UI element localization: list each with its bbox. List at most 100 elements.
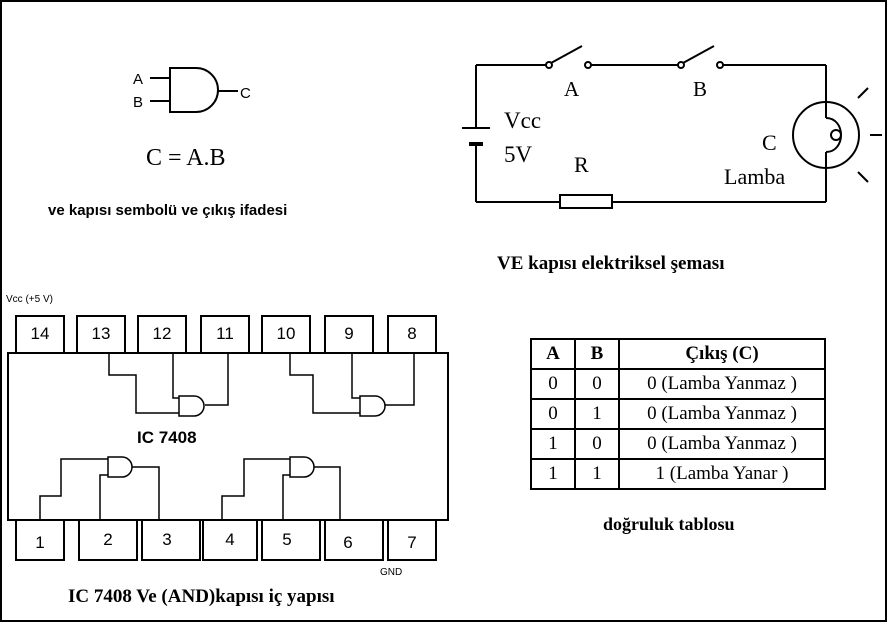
- switch-b-blade: [682, 45, 715, 64]
- truth-table-cell: 0: [530, 368, 576, 400]
- resistor: [559, 194, 613, 209]
- ic-pin-number: 8: [407, 324, 416, 343]
- truth-table-cell: 1: [530, 458, 576, 490]
- truth-table-header: Çıkış (C): [618, 338, 826, 370]
- ic-pin-number: 11: [216, 324, 234, 343]
- and-gate-4: [289, 456, 315, 478]
- ic-pin-5: [261, 519, 321, 561]
- switch-a-contact: [545, 61, 553, 69]
- ic-wire: [172, 353, 179, 399]
- ic-top-pins: [15, 315, 437, 354]
- lamp-letter: C: [762, 130, 777, 155]
- truth-table-cell: 0 (Lamba Yanmaz ): [618, 368, 826, 400]
- truth-table-cell: 0 (Lamba Yanmaz ): [618, 428, 826, 460]
- ic-pin-1: [15, 519, 65, 561]
- ic-pin-number: 14: [31, 324, 50, 343]
- ic-wire: [221, 458, 290, 520]
- ic-internal-wiring: [39, 353, 415, 520]
- lamp: [792, 87, 882, 183]
- ic-pin-number: 12: [153, 324, 172, 343]
- truth-table-header-row: A B Çıkış (C): [530, 338, 826, 370]
- truth-table-caption: doğruluk tablosu: [603, 514, 735, 534]
- and-gate-1: [178, 395, 205, 417]
- ic-pin-number: 9: [344, 324, 353, 343]
- lamp-ray: [857, 171, 869, 183]
- gate-input-a-label: A: [133, 71, 143, 88]
- truth-table-cell: 1 (Lamba Yanar ): [618, 458, 826, 490]
- lamp-filament-loop: [830, 129, 842, 141]
- lamp-filament: [825, 117, 842, 153]
- truth-table-cell: 0 (Lamba Yanmaz ): [618, 398, 826, 430]
- gate-symbol-caption: ve kapısı sembolü ve çıkış ifadesi: [48, 202, 288, 219]
- and-circuit: [462, 45, 827, 209]
- source-value: 5V: [504, 142, 533, 167]
- ic-pin-number: 2: [103, 530, 112, 549]
- ic-name: IC 7408: [137, 428, 197, 447]
- and-gate-3: [107, 456, 133, 478]
- table-row: 0 0 0 (Lamba Yanmaz ): [530, 368, 826, 400]
- source-label: Vcc: [504, 108, 541, 133]
- switch-a-contact: [584, 61, 592, 69]
- ic-pin-4: [202, 519, 258, 561]
- ic-wire: [205, 353, 229, 406]
- truth-table-cell: 1: [530, 428, 576, 460]
- ic-pin-13: [76, 315, 126, 354]
- ic-pin-7: [387, 519, 437, 561]
- gate-input-b-label: B: [133, 94, 143, 111]
- gate-expression: C = A.B: [146, 145, 226, 171]
- ic-pin-3: [141, 519, 201, 561]
- table-row: 1 1 1 (Lamba Yanar ): [530, 458, 826, 490]
- switch-b-contact: [716, 61, 724, 69]
- switch-b-contact: [677, 61, 685, 69]
- ic-pin-number: 7: [407, 533, 416, 552]
- ic-pin-12: [137, 315, 187, 354]
- ic-pin-number: 4: [225, 530, 234, 549]
- ic-pin-10: [261, 315, 311, 354]
- ic-vcc-label: Vcc (+5 V): [6, 294, 53, 305]
- ic-pin-number: 5: [282, 530, 291, 549]
- circuit-caption: VE kapısı elektriksel şeması: [497, 253, 725, 274]
- ic-wire: [99, 474, 108, 520]
- ic-wire: [314, 466, 341, 520]
- truth-table-cell: 0: [574, 428, 620, 460]
- ic-pin-number: 10: [277, 324, 296, 343]
- truth-table-cell: 1: [574, 398, 620, 430]
- switch-a-blade: [550, 45, 583, 64]
- truth-table: A B Çıkış (C) 0 0 0 (Lamba Yanmaz ) 0 1 …: [530, 338, 826, 490]
- ic-gnd-label: GND: [380, 567, 402, 578]
- lamp-label: Lamba: [724, 164, 785, 189]
- switch-b-label: B: [693, 77, 707, 101]
- ic-wire: [39, 458, 108, 520]
- ic-pin-number: 3: [162, 530, 171, 549]
- truth-table-cell: 1: [574, 458, 620, 490]
- ic-pin-number: 13: [92, 324, 111, 343]
- ic-pin-9: [324, 315, 374, 354]
- ic-pin-14: [15, 315, 65, 354]
- ic-bottom-pins: [15, 519, 437, 561]
- and-gate-body: [169, 67, 219, 113]
- and-gate-symbol: [150, 67, 238, 113]
- ic-pin-number: 1: [35, 533, 44, 552]
- ic-pin-6: [324, 519, 384, 561]
- ic-wire: [108, 353, 179, 414]
- gate-output-label: C: [240, 85, 251, 102]
- ic-pin-11: [200, 315, 250, 354]
- truth-table-cell: 0: [574, 368, 620, 400]
- and-gate-2: [359, 395, 386, 417]
- ic-caption: IC 7408 Ve (AND)kapısı iç yapısı: [68, 586, 335, 607]
- truth-table-cell: 0: [530, 398, 576, 430]
- ic-pin-number: 6: [343, 533, 352, 552]
- ic-wire: [385, 353, 415, 406]
- ic-wire: [132, 466, 160, 520]
- table-row: 1 0 0 (Lamba Yanmaz ): [530, 428, 826, 460]
- lamp-ray: [857, 87, 869, 99]
- ic-wire: [289, 353, 360, 414]
- switch-a-label: A: [564, 77, 580, 101]
- ic-wire: [282, 474, 290, 520]
- ic-pin-8: [387, 315, 437, 354]
- ic-wire: [351, 353, 360, 399]
- table-row: 0 1 0 (Lamba Yanmaz ): [530, 398, 826, 430]
- resistor-label: R: [574, 152, 589, 177]
